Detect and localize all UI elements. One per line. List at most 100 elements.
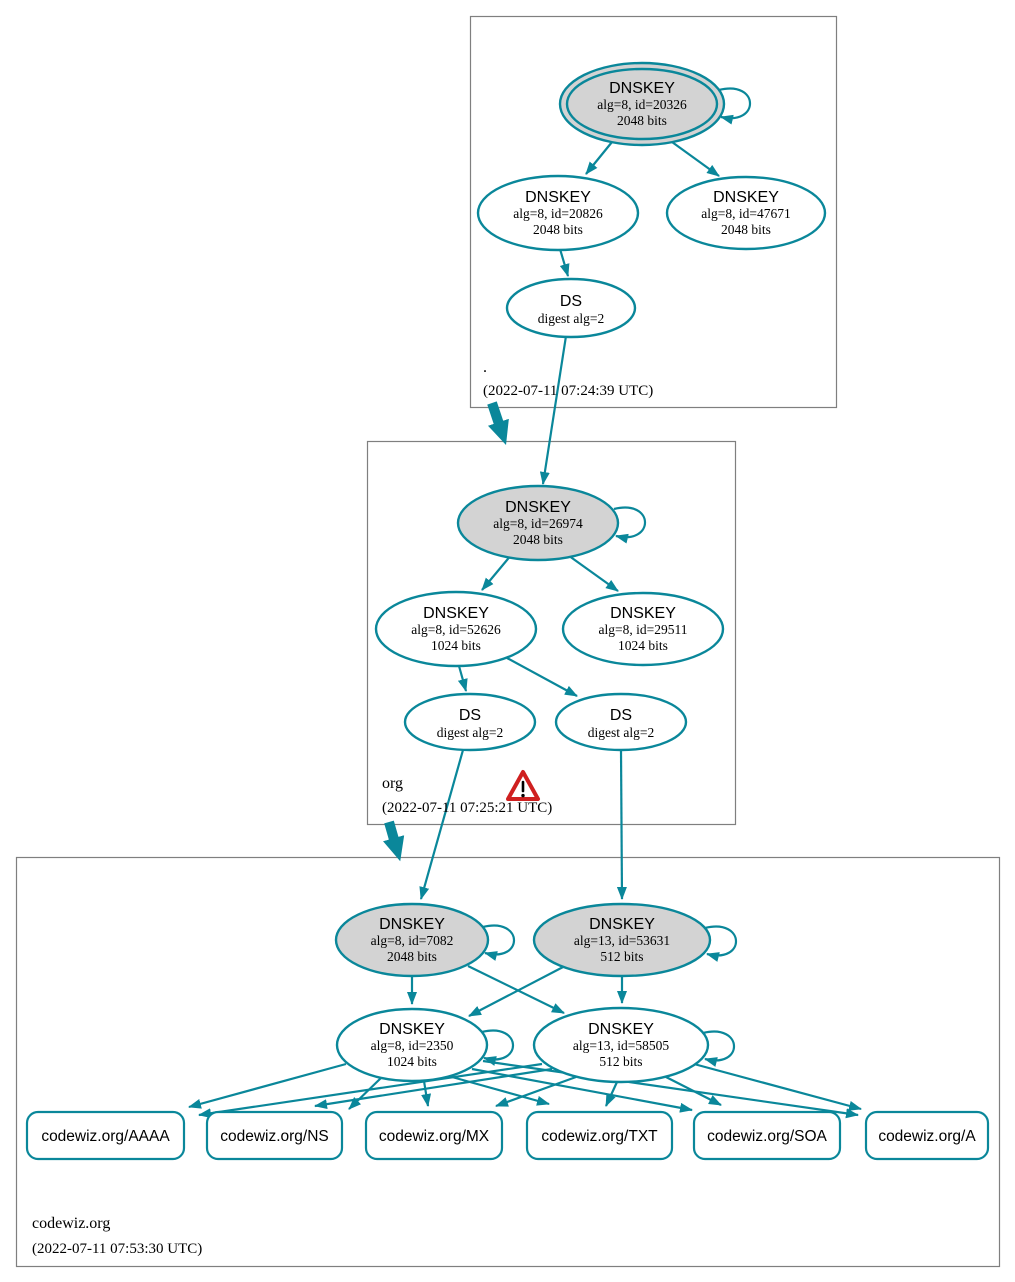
ds-node-org-left[interactable]: DS digest alg=2 (403, 692, 537, 752)
rrset-node-soa[interactable]: codewiz.org/SOA (692, 1110, 842, 1161)
node-detail: alg=13, id=53631 (574, 933, 670, 948)
node-detail: 1024 bits (618, 638, 668, 653)
dnskey-node-codewiz-zsk-2350[interactable]: DNSKEY alg=8, id=2350 1024 bits (335, 1007, 489, 1083)
node-title: DNSKEY (525, 189, 591, 206)
edge-codewiz-zsk-left-selfloop (481, 1029, 515, 1066)
rrset-label: codewiz.org/NS (220, 1128, 329, 1145)
node-title: DNSKEY (588, 1021, 654, 1038)
zone-box-org (366, 440, 737, 826)
edge-delegation-root-to-org (487, 401, 509, 446)
node-detail: 2048 bits (533, 222, 583, 237)
node-detail: alg=8, id=47671 (701, 206, 790, 221)
dnskey-node-root-zsk-20826[interactable]: DNSKEY alg=8, id=20826 2048 bits (476, 174, 640, 252)
node-title: DS (459, 707, 481, 724)
node-title: DNSKEY (713, 189, 779, 206)
edge-codewiz-ksk-right-selfloop (704, 925, 738, 962)
rrset-box (25, 1110, 186, 1161)
ds-ellipse (403, 692, 537, 752)
dnskey-ellipse (476, 174, 640, 252)
node-detail: 1024 bits (387, 1054, 437, 1069)
rrset-node-aaaa[interactable]: codewiz.org/AAAA (25, 1110, 186, 1161)
rrset-node-ns[interactable]: codewiz.org/NS (205, 1110, 344, 1161)
node-detail: alg=8, id=29511 (599, 622, 688, 637)
dnskey-ellipse (334, 902, 490, 978)
rrset-label: codewiz.org/A (878, 1128, 976, 1145)
edge-zsk2350-to-mx (421, 1080, 432, 1107)
node-detail: alg=8, id=26974 (493, 516, 583, 531)
zone-label-org: org (382, 775, 403, 792)
edge-org-zsk-to-ds-left (457, 665, 468, 692)
edge-zsk2350-to-ns (348, 1075, 384, 1110)
dnskey-ellipse (665, 175, 827, 251)
node-detail: alg=8, id=20326 (597, 97, 687, 112)
zone-box-codewiz (15, 856, 1001, 1268)
rrset-label: codewiz.org/MX (379, 1128, 490, 1145)
dnskey-node-org-zsk-52626[interactable]: DNSKEY alg=8, id=52626 1024 bits (374, 590, 538, 668)
zone-timestamp-org: (2022-07-11 07:25:21 UTC) (382, 800, 552, 816)
dnskey-node-codewiz-ksk-53631[interactable]: DNSKEY alg=13, id=53631 512 bits (532, 902, 712, 978)
zone-box-root (469, 15, 838, 409)
rrset-node-mx[interactable]: codewiz.org/MX (364, 1110, 504, 1161)
node-detail: 512 bits (600, 949, 643, 964)
dnskey-ellipse (456, 484, 620, 562)
node-title: DNSKEY (609, 80, 675, 97)
dnskey-node-root-zsk-47671[interactable]: DNSKEY alg=8, id=47671 2048 bits (665, 175, 827, 251)
rrset-box (692, 1110, 842, 1161)
node-detail: 2048 bits (387, 949, 437, 964)
edge-zsk58505-to-soa (663, 1075, 722, 1106)
rrset-box (864, 1110, 990, 1161)
edge-org-ds-right-to-codewiz-ksk-right (616, 749, 627, 900)
node-detail: digest alg=2 (538, 311, 604, 326)
node-detail: 512 bits (599, 1054, 642, 1069)
node-detail: 2048 bits (617, 113, 667, 128)
ds-node-org-right[interactable]: DS digest alg=2 (554, 692, 688, 752)
edge-codewiz-zsk-right-selfloop (702, 1030, 736, 1067)
node-title: DNSKEY (505, 499, 571, 516)
rrset-node-a[interactable]: codewiz.org/A (864, 1110, 990, 1161)
dnskey-ellipse (532, 902, 712, 978)
edge-codewiz-ksk-left-to-zsk-right (467, 965, 565, 1014)
node-detail: alg=8, id=7082 (371, 933, 454, 948)
ds-node-root[interactable]: DS digest alg=2 (505, 277, 637, 339)
edge-root-zsk-to-ds (558, 248, 570, 277)
rrset-box (205, 1110, 344, 1161)
zone-timestamp-root: (2022-07-11 07:24:39 UTC) (483, 383, 653, 399)
dnskey-ellipse (335, 1007, 489, 1083)
node-detail: 1024 bits (431, 638, 481, 653)
node-title: DNSKEY (379, 916, 445, 933)
node-title: DS (610, 707, 632, 724)
edge-org-ksk-to-zsk-right (564, 552, 619, 592)
edge-root-ksk-to-zsk-left (585, 141, 613, 175)
trust-anchor-inner-ring (565, 67, 719, 141)
edge-zsk2350-to-aaaa (188, 1062, 347, 1109)
node-title: DNSKEY (589, 916, 655, 933)
node-detail: digest alg=2 (588, 725, 654, 740)
warning-icon[interactable] (506, 770, 540, 801)
zone-timestamp-codewiz: (2022-07-11 07:53:30 UTC) (32, 1241, 202, 1257)
edge-codewiz-ksk-left-selfloop (482, 924, 516, 961)
node-detail: alg=8, id=20826 (513, 206, 603, 221)
zone-label-codewiz: codewiz.org (32, 1215, 110, 1232)
dnskey-node-codewiz-ksk-7082[interactable]: DNSKEY alg=8, id=7082 2048 bits (334, 902, 490, 978)
edge-org-ds-left-to-codewiz-ksk-left (419, 749, 465, 900)
dnskey-node-org-ksk-26974[interactable]: DNSKEY alg=8, id=26974 2048 bits (456, 484, 620, 562)
zone-label-root: . (483, 359, 487, 376)
dnskey-node-codewiz-zsk-58505[interactable]: DNSKEY alg=13, id=58505 512 bits (532, 1006, 710, 1084)
rrset-label: codewiz.org/TXT (541, 1128, 658, 1145)
dnskey-ellipse (561, 591, 725, 667)
edge-zsk58505-to-ns (314, 1067, 553, 1110)
edge-org-ksk-selfloop (613, 506, 647, 544)
edge-root-ksk-selfloop (718, 87, 752, 125)
edge-codewiz-ksk-right-to-zsk-left (468, 965, 566, 1017)
edge-root-ds-to-org-ksk (539, 335, 568, 485)
rrset-box (525, 1110, 674, 1161)
node-detail: 2048 bits (513, 532, 563, 547)
node-detail: 2048 bits (721, 222, 771, 237)
dnskey-node-org-zsk-29511[interactable]: DNSKEY alg=8, id=29511 1024 bits (561, 591, 725, 667)
edge-zsk58505-to-a (693, 1062, 862, 1111)
dnskey-ellipse (532, 1006, 710, 1084)
dnskey-node-root-ksk-20326[interactable]: DNSKEY alg=8, id=20326 2048 bits (558, 61, 726, 147)
rrset-node-txt[interactable]: codewiz.org/TXT (525, 1110, 674, 1161)
